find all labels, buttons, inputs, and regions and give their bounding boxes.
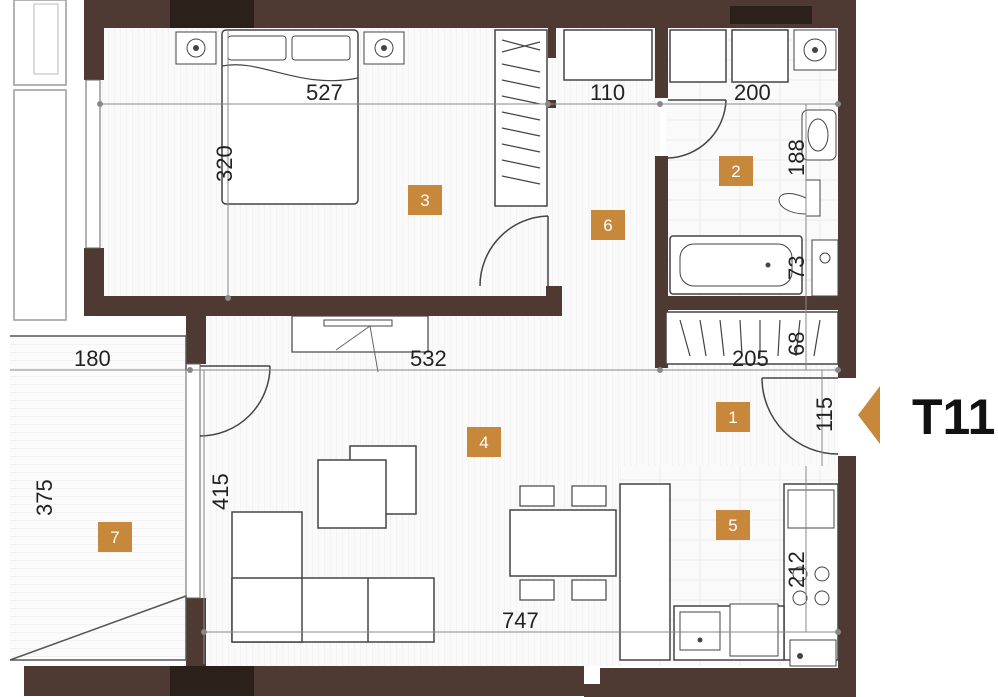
- kitchen-hob: [792, 566, 830, 606]
- bath-cabinet-1: [669, 29, 727, 83]
- storage-hangers: [679, 319, 821, 357]
- balcony-outline: [9, 335, 187, 661]
- laundry-sink: [789, 639, 837, 667]
- dim-bedroom-depth: 320: [212, 145, 237, 182]
- room-label-3: 3: [408, 185, 442, 215]
- dim-kitchen-212: 212: [784, 551, 809, 588]
- room-label-1: 1: [716, 402, 750, 432]
- dim-entry-115: 115: [812, 397, 837, 432]
- dim-balcony-375: 375: [32, 479, 57, 516]
- dining-chairs: [519, 485, 607, 601]
- svg-text:7: 7: [110, 528, 119, 547]
- window-top-right: [730, 6, 812, 24]
- window-left-bedroom: [85, 79, 101, 249]
- balcony-door: [185, 363, 201, 599]
- entry-door: [761, 377, 839, 455]
- bath-sink-small: [793, 29, 837, 71]
- pillow-right: [291, 35, 351, 61]
- storage-closet: [665, 311, 839, 365]
- dim-bath-200: 200: [734, 80, 771, 105]
- nightstand-left: [175, 31, 217, 65]
- window-top-left: [170, 0, 254, 28]
- left-railing-upper: [13, 0, 67, 86]
- bath-cabinet-2: [731, 29, 789, 83]
- dim-living-747: 747: [502, 608, 539, 633]
- dim-storage-205: 205: [732, 346, 769, 371]
- wardrobe-hangers: [501, 39, 541, 185]
- fridge: [619, 483, 671, 661]
- room-label-6: 6: [591, 210, 625, 240]
- dishwasher: [729, 603, 779, 657]
- coffee-table: [317, 459, 387, 529]
- bed: [221, 29, 359, 205]
- svg-text:3: 3: [420, 191, 429, 210]
- dim-hall-110: 110: [590, 80, 625, 105]
- dim-bath-188: 188: [784, 139, 809, 176]
- svg-text:1: 1: [728, 408, 737, 427]
- svg-text:4: 4: [479, 433, 488, 452]
- entry-threshold: [838, 378, 856, 456]
- room-label-5: 5: [716, 510, 750, 540]
- dimension-lines: [10, 30, 841, 664]
- entrance-arrow-icon: [858, 386, 880, 444]
- balcony-door-swing: [199, 365, 271, 437]
- tv: [323, 319, 393, 327]
- bathroom-door: [667, 99, 727, 159]
- dim-balcony-180: 180: [74, 346, 111, 371]
- svg-text:2: 2: [731, 162, 740, 181]
- dim-living-532: 532: [410, 346, 447, 371]
- kitchen-sink: [679, 611, 721, 651]
- walls: [24, 0, 856, 697]
- left-railing-lower: [13, 89, 67, 321]
- floor-hall: [550, 28, 660, 368]
- room-label-7: 7: [98, 522, 132, 552]
- nightstand-right: [363, 31, 405, 65]
- sofa: [231, 511, 435, 643]
- dim-living-415: 415: [208, 473, 233, 510]
- pillow-left: [227, 35, 287, 61]
- kitchen-hood: [787, 489, 835, 529]
- bath-washbasin: [801, 109, 837, 161]
- svg-text:6: 6: [603, 216, 612, 235]
- bedroom-door: [479, 215, 549, 287]
- dim-bath-73: 73: [784, 256, 809, 280]
- hall-cabinet-1: [563, 29, 653, 81]
- bath-boiler: [811, 239, 839, 297]
- svg-text:5: 5: [728, 516, 737, 535]
- room-label-4: 4: [467, 427, 501, 457]
- room-label-2: 2: [719, 156, 753, 186]
- bathtub: [669, 235, 803, 295]
- unit-name: T11: [912, 389, 995, 445]
- left-railing-upper-inner: [33, 3, 59, 75]
- dining-table: [509, 509, 617, 577]
- tv-view-lines: [335, 325, 379, 373]
- floor-balcony: [10, 336, 190, 658]
- dim-storage-68: 68: [784, 332, 809, 356]
- dim-bedroom-width: 527: [306, 80, 343, 105]
- bed-cover: [221, 64, 359, 82]
- window-bottom-left: [170, 666, 254, 696]
